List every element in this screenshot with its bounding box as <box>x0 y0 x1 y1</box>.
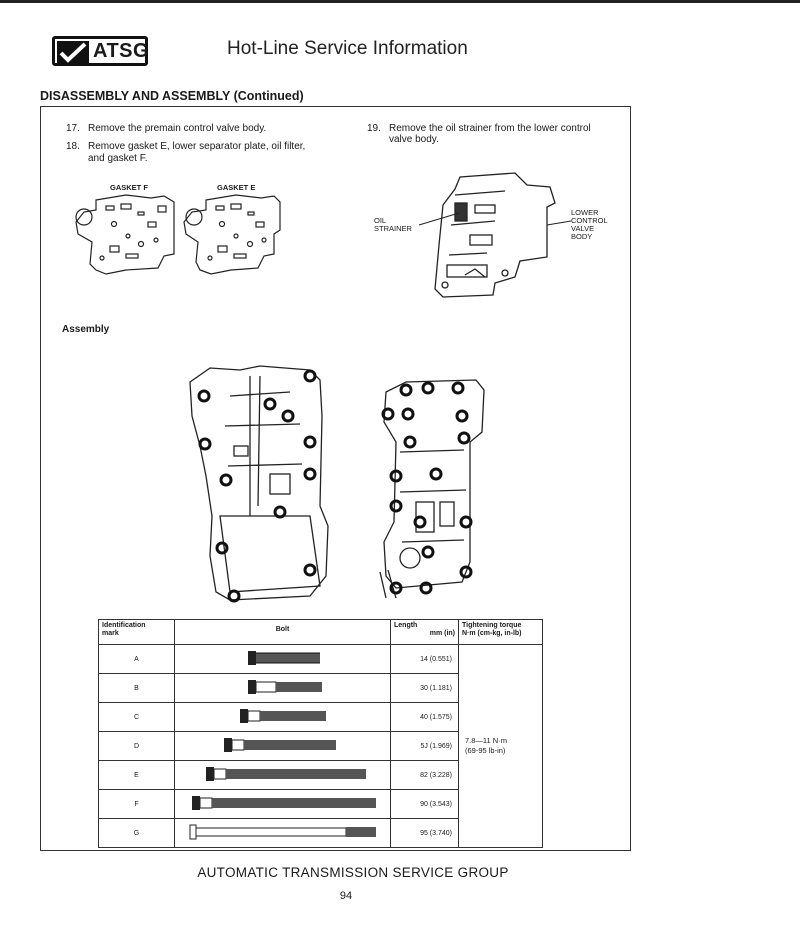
step-number: 18. <box>66 141 80 152</box>
oil-strainer-callout: OIL STRAINER <box>374 217 412 233</box>
step-number: 19. <box>367 123 381 134</box>
gasket-f-label: GASKET F <box>110 183 148 192</box>
length-cell: 30 (1.181) <box>390 673 459 703</box>
header-bolt: Bolt <box>174 619 391 645</box>
bolt-drawing-cell <box>174 818 391 848</box>
assembly-heading: Assembly <box>62 324 110 335</box>
table-row: F 90 (3.543) <box>98 789 543 819</box>
table-row: G 95 (3.740) <box>98 818 543 848</box>
upper-valve-body-assembly-illustration <box>189 365 329 603</box>
gasket-illustration <box>75 194 281 275</box>
mark-cell: C <box>98 702 175 732</box>
bolt-a-icon <box>247 651 320 665</box>
torque-value: 7.8—11 N·m <box>465 736 507 745</box>
mark-cell: A <box>98 644 175 674</box>
bolt-e-icon <box>205 767 366 781</box>
header-title: Hot-Line Service Information <box>227 38 468 59</box>
table-row: A 14 (0.551) 7.8—11 N·m (69-95 lb-in) <box>98 644 543 848</box>
table-row: C 40 (1.575) <box>98 702 543 732</box>
bolt-drawing-cell <box>174 644 391 674</box>
header-text: Bolt <box>275 626 290 633</box>
length-cell: 40 (1.575) <box>390 702 459 732</box>
table-row: E 82 (3.228) <box>98 760 543 790</box>
mark-cell: D <box>98 731 175 761</box>
callout-line: STRAINER <box>374 224 412 233</box>
step-text-line2: and gasket F. <box>88 153 148 164</box>
header-text: mark <box>102 630 119 637</box>
bolt-b-icon <box>247 680 322 694</box>
length-cell: 90 (3.543) <box>390 789 459 819</box>
bolt-c-icon <box>239 709 326 723</box>
step-text-line2: valve body. <box>389 134 439 145</box>
bolt-f-icon <box>191 796 376 810</box>
gasket-e-label: GASKET E <box>217 183 256 192</box>
length-cell: 82 (3.228) <box>390 760 459 790</box>
bolt-drawing-cell <box>174 702 391 732</box>
callout-line: VALVE <box>571 224 595 233</box>
header-tightening-torque: Tightening torque N·m (cm-kg, in-lb) <box>458 619 543 645</box>
top-rule <box>0 0 800 3</box>
callout-line: OIL <box>374 216 387 225</box>
length-cell: 95 (3.740) <box>390 818 459 848</box>
length-cell: 5J (1.969) <box>390 731 459 761</box>
step-text: Remove the premain control valve body. <box>88 123 267 134</box>
step-text-line1: Remove the oil strainer from the lower c… <box>389 123 591 134</box>
header-text: Tightening torque <box>462 622 522 629</box>
lower-control-valve-body-callout: LOWER CONTROL VALVE BODY <box>571 209 608 241</box>
bolt-drawing-cell <box>174 789 391 819</box>
callout-line: CONTROL <box>571 216 608 225</box>
header-text: Identification <box>102 622 146 629</box>
header-text: Length <box>394 622 418 629</box>
header-identification-mark: Identification mark <box>98 619 175 645</box>
atsg-logo: ATSG <box>52 36 150 66</box>
torque-cell: 7.8—11 N·m (69-95 lb-in) <box>458 644 543 848</box>
bolt-g-icon <box>189 824 376 840</box>
length-cell: 14 (0.551) <box>390 644 459 674</box>
bolt-drawing-cell <box>174 673 391 703</box>
header-length: Length mm (in) <box>390 619 459 645</box>
callout-line: BODY <box>571 232 593 241</box>
logo-text: ATSG <box>93 40 150 62</box>
bolt-drawing-cell <box>174 731 391 761</box>
mark-cell: E <box>98 760 175 790</box>
header-text: N·m (cm-kg, in-lb) <box>462 630 522 637</box>
footer-text: AUTOMATIC TRANSMISSION SERVICE GROUP <box>197 865 509 880</box>
bolt-d-icon <box>223 738 336 752</box>
header-text: mm (in) <box>429 630 455 637</box>
page-number: 94 <box>339 890 353 902</box>
callout-line: LOWER <box>571 208 599 217</box>
lower-valve-body-assembly-illustration <box>379 379 485 599</box>
table-header-row: Identification mark Bolt Length mm (in) … <box>98 619 543 645</box>
mark-cell: F <box>98 789 175 819</box>
bolt-spec-table: Identification mark Bolt Length mm (in) … <box>98 619 543 848</box>
table-row: B 30 (1.181) <box>98 673 543 703</box>
bolt-drawing-cell <box>174 760 391 790</box>
oil-strainer-illustration <box>418 172 572 298</box>
mark-cell: B <box>98 673 175 703</box>
section-title: DISASSEMBLY AND ASSEMBLY (Continued) <box>40 89 304 103</box>
torque-value: (69-95 lb-in) <box>465 746 506 755</box>
mark-cell: G <box>98 818 175 848</box>
step-number: 17. <box>66 123 80 134</box>
checkmark-logo-icon <box>57 41 89 63</box>
step-text-line1: Remove gasket E, lower separator plate, … <box>88 141 306 152</box>
content-frame <box>40 106 631 851</box>
